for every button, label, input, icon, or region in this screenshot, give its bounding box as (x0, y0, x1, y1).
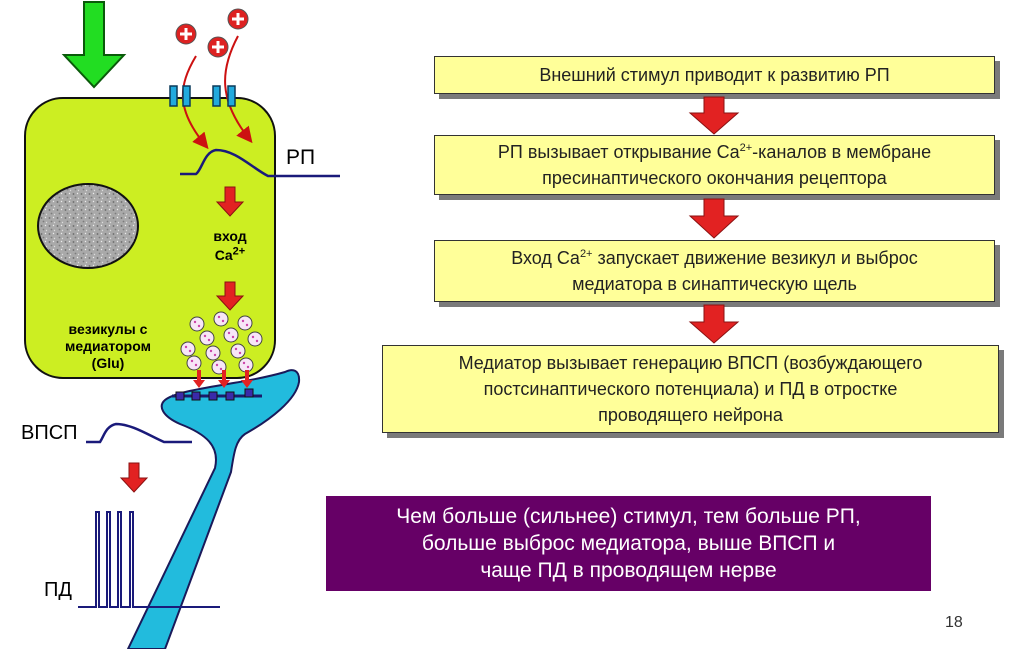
ion-path-arrow (224, 35, 253, 144)
receptor-row (172, 388, 262, 401)
step-2-pre: РП вызывает открывание Ca (497, 142, 740, 162)
vesicles-label-line3: (Glu) (91, 355, 125, 371)
vesicle-icon (189, 316, 205, 332)
summary-box: Чем больше (сильнее) стимул, тем больше … (326, 496, 931, 591)
vpsp-label: ВПСП (21, 422, 78, 444)
vesicle-icon (186, 355, 202, 371)
vesicle-icon (247, 331, 263, 347)
vesicle-icon (230, 343, 246, 359)
vesicle-icon (237, 315, 253, 331)
red-down-arrow-icon (215, 281, 245, 311)
pd-trace (78, 511, 220, 608)
step-box-2: РП вызывает открывание Ca2+-каналов в ме… (434, 135, 995, 195)
step-2-post: -каналов в мембране (752, 142, 932, 162)
vesicles-label: везикулы с медиатором (Glu) (45, 321, 171, 372)
receptor-cell (24, 97, 276, 379)
step-2-line2: пресинаптического окончания рецептора (542, 168, 887, 188)
step-box-1: Внешний стимул приводит к развитию РП (434, 56, 995, 94)
step-4-line1: Медиатор вызывает генерацию ВПСП (возбуж… (458, 353, 923, 373)
vesicles-label-line2: медиатором (65, 338, 151, 354)
vesicle-icon (223, 327, 239, 343)
red-down-arrow-icon (119, 462, 149, 493)
summary-line2: больше выброс медиатора, выше ВПСП и (421, 532, 836, 555)
release-arrows (193, 370, 253, 388)
step-4-line3: проводящего нейрона (598, 405, 783, 425)
rp-label: РП (286, 146, 316, 169)
vesicle-icon (213, 311, 229, 327)
red-down-arrow-icon (215, 186, 245, 217)
step-box-3: Вход Ca2+ запускает движение везикул и в… (434, 240, 995, 302)
step-box-4: Медиатор вызывает генерацию ВПСП (возбуж… (382, 345, 999, 433)
step-1-text: Внешний стимул приводит к развитию РП (539, 65, 890, 85)
receptor-icon (225, 391, 235, 401)
pd-label: ПД (44, 579, 72, 601)
vesicle-icon (205, 345, 221, 361)
step-3-sup: 2+ (579, 248, 593, 260)
ca-entry-label: вход Ca2+ (190, 227, 270, 265)
page-number: 18 (945, 614, 963, 631)
nucleus (37, 183, 139, 269)
step-2-sup: 2+ (739, 142, 753, 154)
vpsp-trace (86, 422, 192, 444)
ca-entry-line1: вход (213, 228, 247, 244)
cation-plus-icon (227, 8, 249, 30)
stimulus-arrow-icon (61, 1, 127, 89)
vesicle-group (180, 311, 263, 375)
step-3-pre: Вход Ca (511, 248, 580, 268)
ca-entry-sup: 2+ (232, 245, 246, 258)
step-3-post: запускает движение везикул и выброс (592, 248, 918, 268)
ca-channel-icon (169, 85, 191, 107)
receptor-icon (244, 388, 254, 398)
receptor-icon (191, 391, 201, 401)
ca-channel-icon (212, 85, 236, 107)
step-4-line2: постсинаптического потенциала) и ПД в от… (483, 379, 898, 399)
cation-plus-icon (207, 36, 229, 58)
receptor-icon (208, 391, 218, 401)
summary-line1: Чем больше (сильнее) стимул, тем больше … (396, 505, 861, 528)
summary-line3: чаще ПД в проводящем нерве (480, 559, 777, 582)
ca-entry-ca: Ca (214, 247, 233, 263)
receptor-icon (175, 391, 185, 401)
vesicle-icon (180, 341, 196, 357)
cation-plus-icon (175, 23, 197, 45)
vesicles-label-line1: везикулы с (68, 321, 148, 337)
rp-trace (180, 148, 340, 178)
vesicle-icon (238, 357, 254, 373)
step-3-line2: медиатора в синаптическую щель (572, 274, 857, 294)
vesicle-icon (199, 330, 215, 346)
postsynaptic-neuron (126, 369, 301, 649)
